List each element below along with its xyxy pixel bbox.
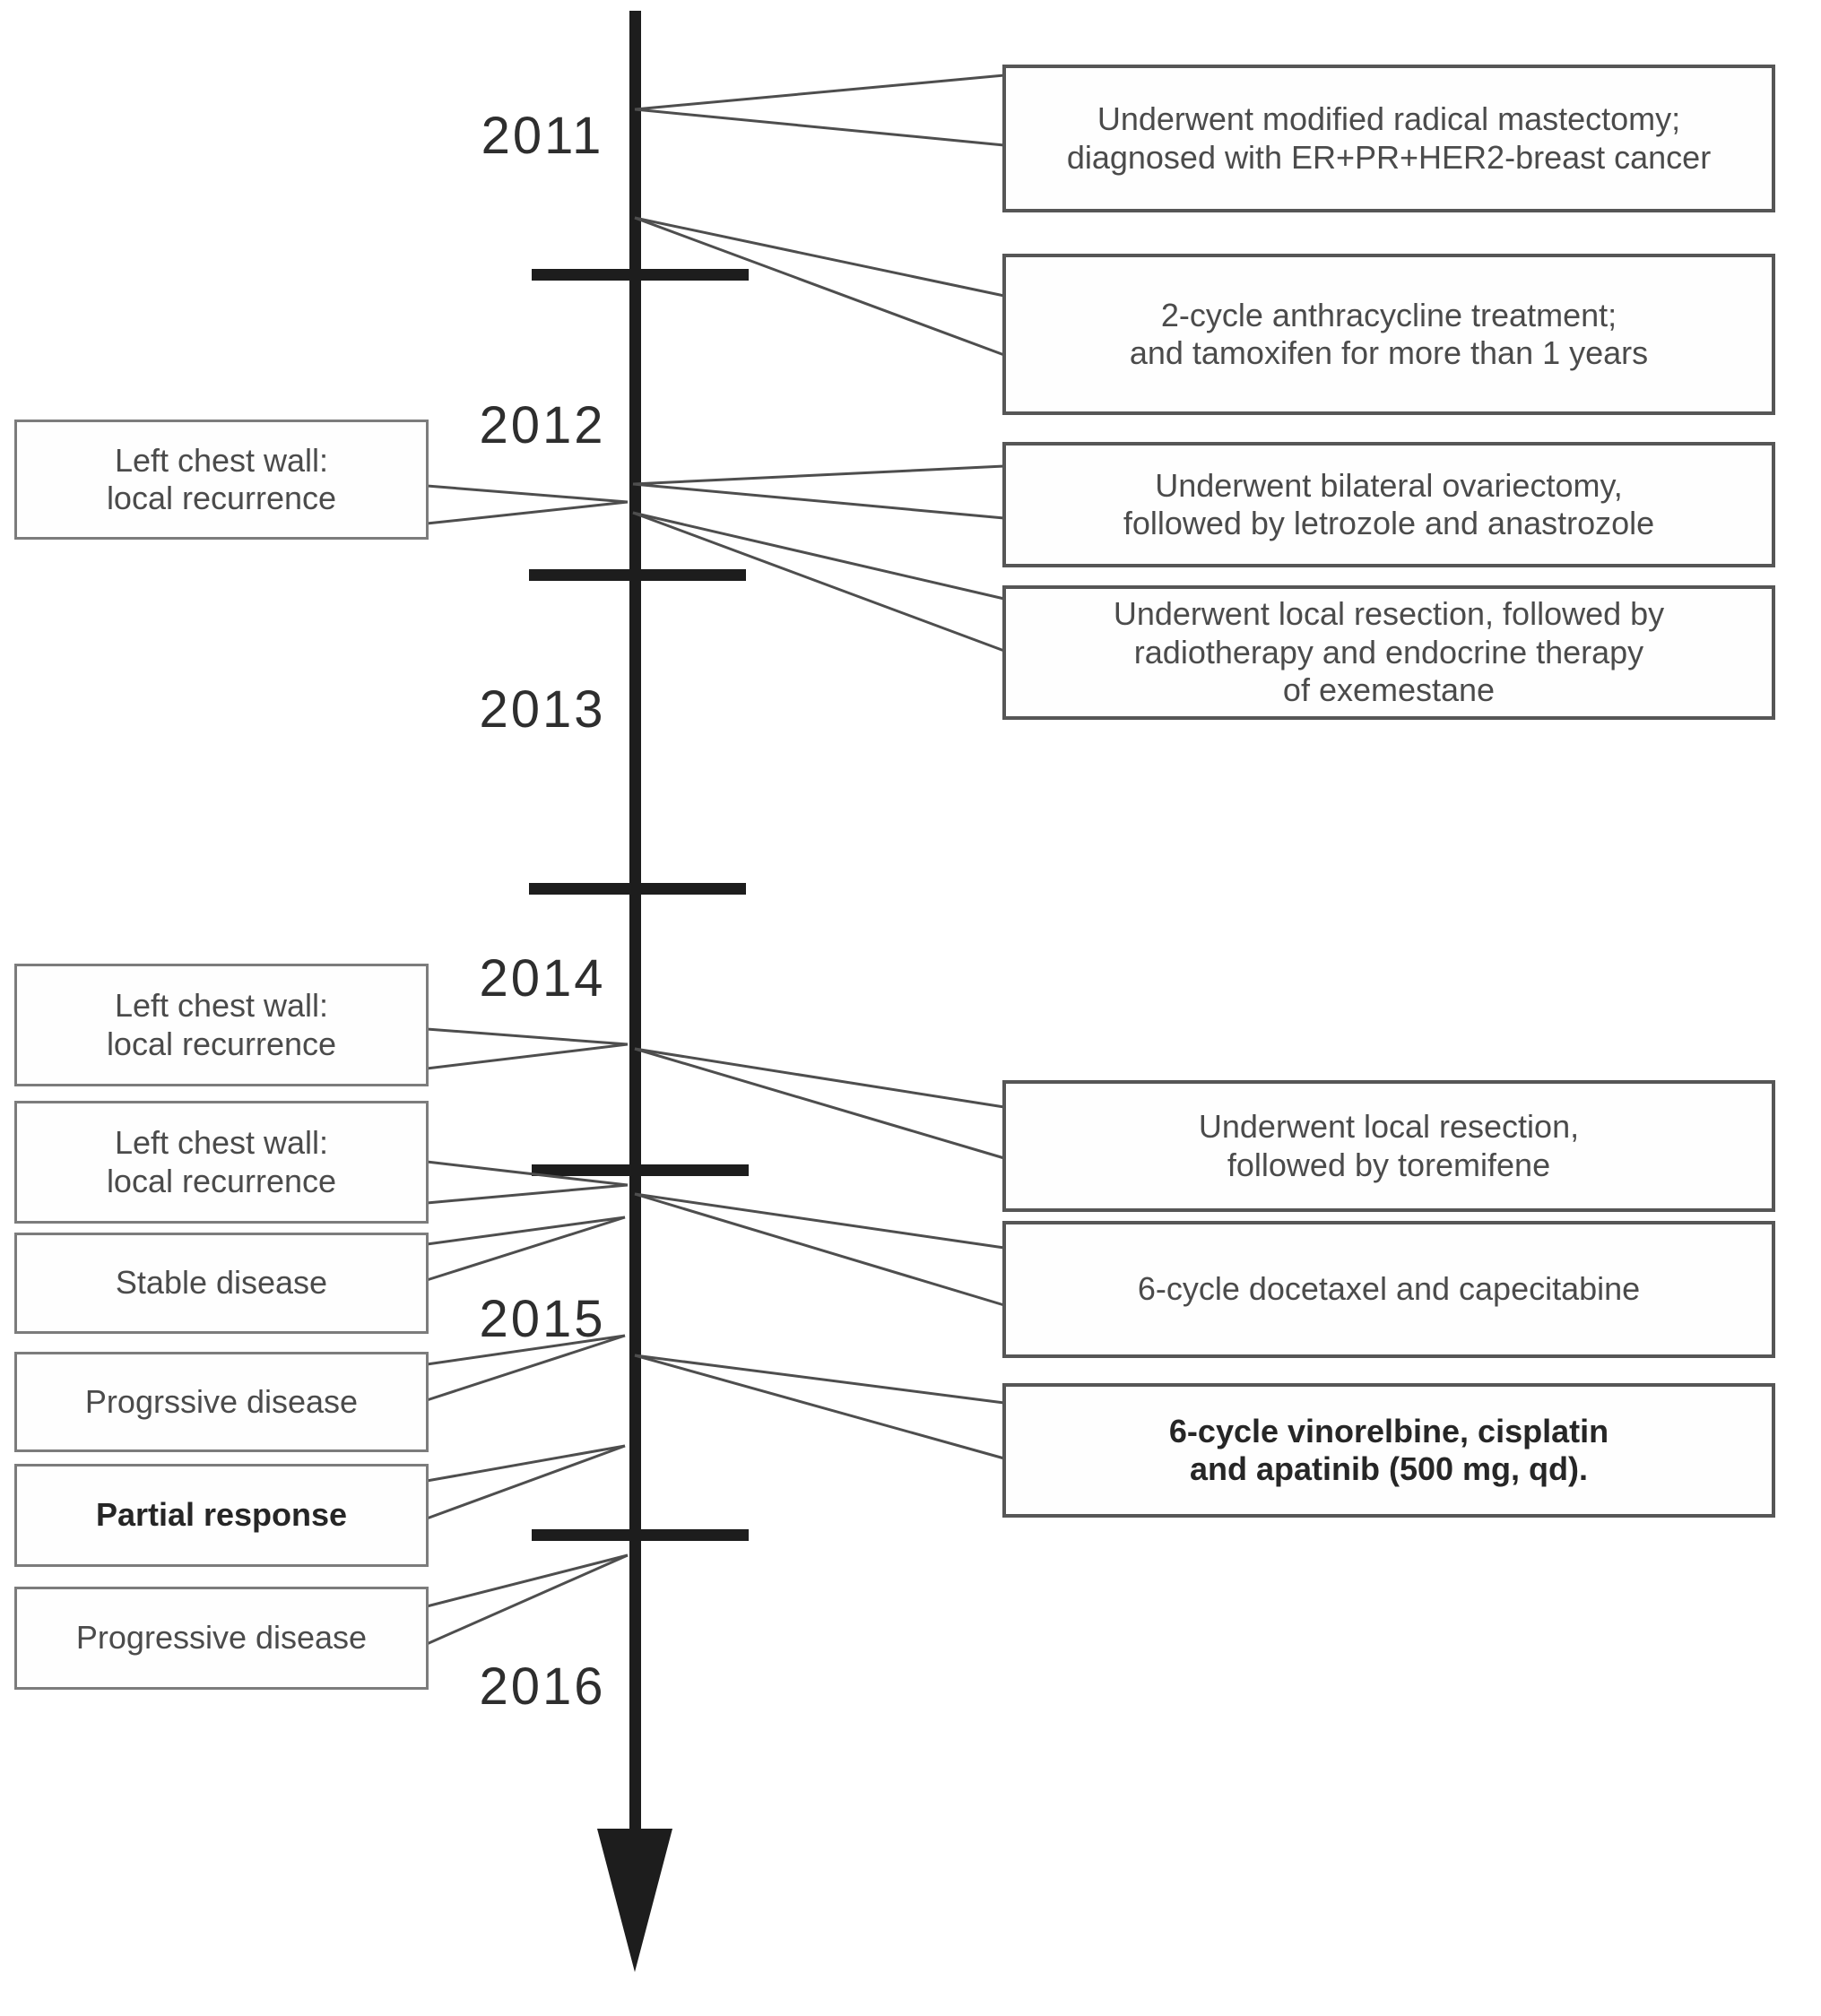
tick-4 [532, 1164, 749, 1176]
event-text: Left chest wall: [114, 987, 329, 1025]
event-text: Progrssive disease [84, 1382, 359, 1420]
event-text: radiotherapy and endocrine therapy [1133, 633, 1644, 671]
event-box-docetaxel: 6-cycle docetaxel and capecitabine [1002, 1221, 1775, 1358]
event-text: Stable disease [115, 1264, 328, 1302]
event-text: Underwent modified radical mastectomy; [1097, 100, 1681, 138]
event-text: Left chest wall: [114, 441, 329, 479]
event-box-stable-disease: Stable disease [14, 1233, 429, 1334]
event-text: local recurrence [106, 1025, 337, 1062]
event-text: 6-cycle docetaxel and capecitabine [1137, 1270, 1641, 1308]
event-text: of exemestane [1282, 671, 1496, 709]
event-text: Underwent bilateral ovariectomy, [1155, 466, 1623, 504]
tick-2 [529, 569, 746, 581]
event-text: Partial response [95, 1496, 348, 1534]
arrowhead [597, 1829, 672, 1972]
event-box-recurrence-3: Left chest wall: local recurrence [14, 1101, 429, 1224]
event-text: Progressive disease [75, 1619, 368, 1657]
year-label-2014: 2014 [479, 949, 606, 1008]
tick-1 [532, 269, 749, 281]
event-text: Left chest wall: [114, 1124, 329, 1162]
event-box-vinorelbine-apatinib: 6-cycle vinorelbine, cisplatin and apati… [1002, 1383, 1775, 1518]
event-text: Underwent local resection, [1198, 1108, 1580, 1146]
event-text: followed by letrozole and anastrozole [1123, 505, 1655, 541]
event-box-toremifene: Underwent local resection, followed by t… [1002, 1080, 1775, 1212]
year-label-2015: 2015 [479, 1290, 606, 1348]
event-text: followed by toremifene [1227, 1146, 1551, 1183]
event-box-recurrence-1: Left chest wall: local recurrence [14, 420, 429, 540]
event-box-progrssive-disease: Progrssive disease [14, 1352, 429, 1452]
event-text: and apatinib (500 mg, qd). [1189, 1450, 1589, 1487]
event-box-progressive-disease: Progressive disease [14, 1587, 429, 1690]
event-text: diagnosed with ER+PR+HER2-breast cancer [1066, 138, 1712, 176]
event-box-partial-response: Partial response [14, 1464, 429, 1567]
event-text: local recurrence [106, 1162, 337, 1199]
event-box-ovariectomy: Underwent bilateral ovariectomy, followe… [1002, 442, 1775, 567]
timeline-axis [597, 11, 672, 1972]
year-label-2011: 2011 [481, 107, 604, 165]
event-text: local recurrence [106, 480, 337, 516]
event-box-anthracycline: 2-cycle anthracycline treatment; and tam… [1002, 254, 1775, 415]
year-label-2016: 2016 [479, 1657, 606, 1716]
year-label-2013: 2013 [479, 680, 606, 739]
callout-connectors [426, 74, 1005, 1646]
event-text: 6-cycle vinorelbine, cisplatin [1168, 1412, 1609, 1449]
tick-3 [529, 883, 746, 895]
year-label-2012: 2012 [479, 396, 606, 454]
event-text: 2-cycle anthracycline treatment; [1160, 296, 1617, 333]
event-box-mastectomy: Underwent modified radical mastectomy; d… [1002, 65, 1775, 212]
event-text: Underwent local resection, followed by [1113, 595, 1665, 633]
event-box-exemestane: Underwent local resection, followed by r… [1002, 585, 1775, 720]
event-box-recurrence-2: Left chest wall: local recurrence [14, 964, 429, 1086]
tick-5 [532, 1529, 749, 1541]
event-text: and tamoxifen for more than 1 years [1129, 334, 1649, 371]
year-ticks [529, 269, 749, 1541]
